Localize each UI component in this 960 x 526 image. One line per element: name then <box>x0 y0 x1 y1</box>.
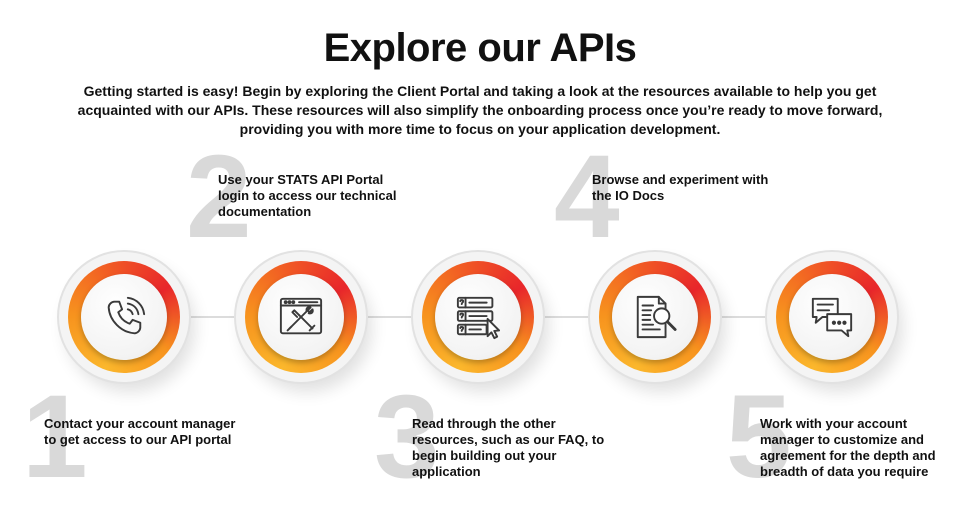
step-4-number: 4 <box>554 131 620 263</box>
step-5-number: 5 <box>726 371 792 503</box>
step-1-text: Contact your account manager to get acce… <box>44 416 236 447</box>
step-1-number: 1 <box>22 371 88 503</box>
document-magnifier-icon <box>636 295 677 339</box>
step-2-text: Use your STATS API Portal login to acces… <box>218 172 397 219</box>
step-3-number: 3 <box>374 371 440 503</box>
step-2-circle <box>236 252 366 382</box>
step-3-circle <box>413 252 543 382</box>
step-4-text: Browse and experiment with the IO Docs <box>592 172 769 203</box>
step-5-icon-badge <box>789 274 875 360</box>
chat-bubbles-icon <box>811 297 853 338</box>
step-5-text: Work with your account manager to custom… <box>760 416 936 479</box>
faq-list-cursor-icon <box>456 296 501 340</box>
page-title: Explore our APIs <box>323 26 637 70</box>
tools-window-icon <box>279 297 323 335</box>
step-1-circle <box>59 252 189 382</box>
step-2-number: 2 <box>186 131 252 263</box>
intro-paragraph: Getting started is easy! Begin by explor… <box>77 83 883 137</box>
phone-icon <box>107 296 146 335</box>
step-1-icon-badge <box>81 274 167 360</box>
step-2-icon-badge <box>258 274 344 360</box>
step-4-icon-badge <box>612 274 698 360</box>
step-5-circle <box>767 252 897 382</box>
step-4-circle <box>590 252 720 382</box>
step-3-text: Read through the other resources, such a… <box>412 416 605 479</box>
step-3-icon-badge <box>435 274 521 360</box>
